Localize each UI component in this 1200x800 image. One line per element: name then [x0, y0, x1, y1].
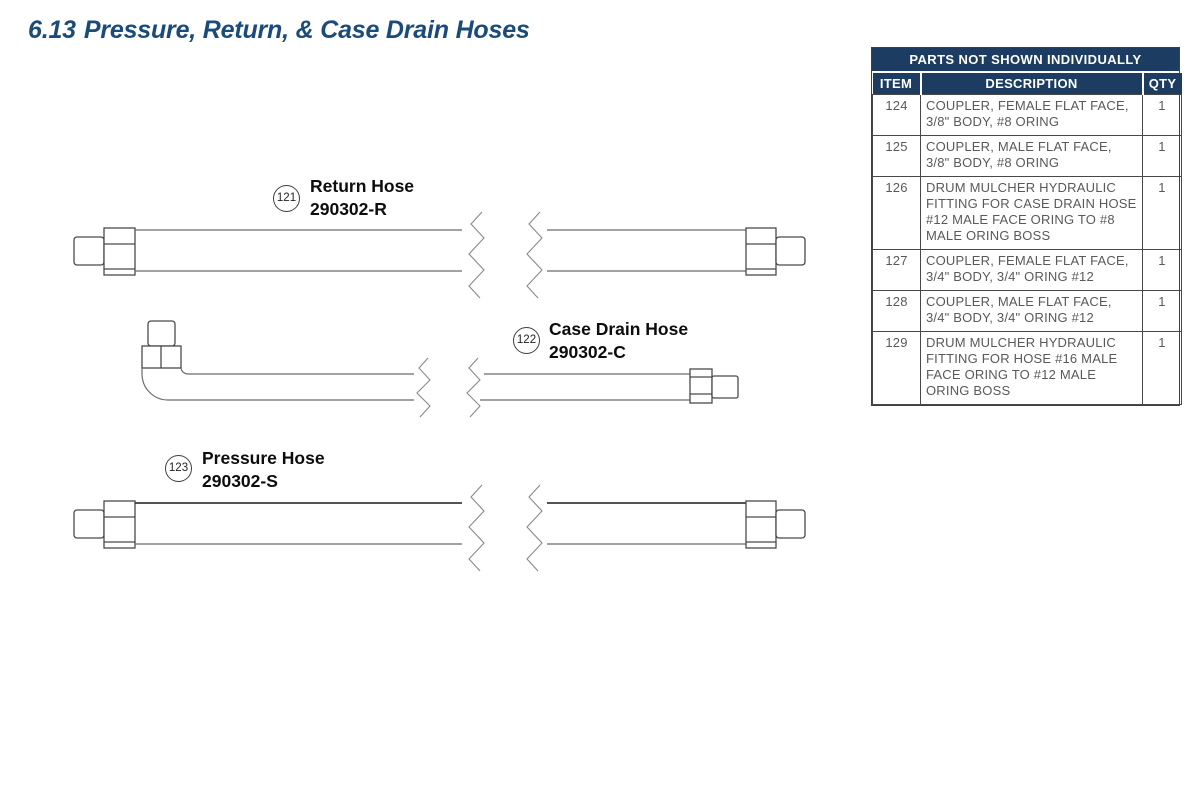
case-drain-right-nipple [711, 375, 739, 399]
qty-cell: 1 [1142, 249, 1182, 291]
pressure-hose-right-collar [745, 500, 777, 549]
case-drain-right-collar [689, 368, 713, 404]
pressure-hose-left-nipple [73, 509, 105, 539]
return-hose-left-nipple [73, 236, 105, 266]
break-symbol [466, 357, 481, 418]
case-drain-elbow-nipple [147, 320, 176, 347]
callout-badge-case-drain-hose: 122 [513, 327, 540, 354]
table-row: 127 COUPLER, FEMALE FLAT FACE, 3/4" BODY… [872, 249, 1182, 291]
break-symbol [526, 484, 543, 572]
item-cell: 128 [872, 290, 921, 332]
section-title-text: Pressure, Return, & Case Drain Hoses [83, 16, 530, 44]
description-cell: DRUM MULCHER HYDRAULIC FITTING FOR CASE … [920, 176, 1143, 250]
pressure-hose-label: Pressure Hose 290302-S [202, 447, 325, 493]
callout-badge-pressure-hose: 123 [165, 455, 192, 482]
hose-part-number: 290302-R [310, 199, 387, 219]
pressure-hose-left-collar [103, 500, 136, 549]
column-header-description: DESCRIPTION [919, 73, 1143, 95]
parts-not-shown-table: PARTS NOT SHOWN INDIVIDUALLY ITEM DESCRI… [871, 47, 1182, 406]
qty-cell: 1 [1142, 290, 1182, 332]
description-cell: DRUM MULCHER HYDRAULIC FITTING FOR HOSE … [920, 331, 1143, 405]
return-hose-right-collar [745, 227, 777, 276]
item-cell: 124 [872, 94, 921, 136]
hose-part-number: 290302-S [202, 471, 278, 491]
parts-table-title: PARTS NOT SHOWN INDIVIDUALLY [872, 48, 1179, 73]
table-row: 129 DRUM MULCHER HYDRAULIC FITTING FOR H… [872, 331, 1182, 405]
break-symbol [468, 484, 485, 572]
callout-badge-return-hose: 121 [273, 185, 300, 212]
case-drain-elbow-inner [180, 367, 414, 375]
parts-table-header-row: ITEM DESCRIPTION QTY [872, 73, 1182, 95]
hose-name: Pressure Hose [202, 448, 325, 468]
item-cell: 127 [872, 249, 921, 291]
column-header-qty: QTY [1141, 73, 1182, 95]
hose-part-number: 290302-C [549, 342, 626, 362]
section-number: 6.13 [28, 16, 76, 44]
hose-name: Case Drain Hose [549, 319, 689, 339]
table-row: 128 COUPLER, MALE FLAT FACE, 3/4" BODY, … [872, 290, 1182, 332]
case-drain-elbow-outer [141, 368, 414, 401]
case-drain-hose-label: Case Drain Hose 290302-C [549, 318, 688, 364]
table-row: 125 COUPLER, MALE FLAT FACE, 3/8" BODY, … [872, 135, 1182, 177]
qty-cell: 1 [1142, 135, 1182, 177]
qty-cell: 1 [1142, 176, 1182, 250]
column-header-item: ITEM [872, 73, 921, 95]
qty-cell: 1 [1142, 94, 1182, 136]
return-hose-label: Return Hose 290302-R [310, 175, 414, 221]
break-symbol [468, 211, 485, 299]
description-cell: COUPLER, MALE FLAT FACE, 3/4" BODY, 3/4"… [920, 290, 1143, 332]
table-row: 126 DRUM MULCHER HYDRAULIC FITTING FOR C… [872, 176, 1182, 250]
pressure-hose-right-nipple [775, 509, 806, 539]
return-hose-right-nipple [775, 236, 806, 266]
break-symbol [416, 357, 431, 418]
item-cell: 126 [872, 176, 921, 250]
item-cell: 125 [872, 135, 921, 177]
hose-name: Return Hose [310, 176, 415, 196]
item-cell: 129 [872, 331, 921, 405]
break-symbol [526, 211, 543, 299]
return-hose-left-collar [103, 227, 136, 276]
description-cell: COUPLER, MALE FLAT FACE, 3/8" BODY, #8 O… [920, 135, 1143, 177]
description-cell: COUPLER, FEMALE FLAT FACE, 3/4" BODY, 3/… [920, 249, 1143, 291]
qty-cell: 1 [1142, 331, 1182, 405]
description-cell: COUPLER, FEMALE FLAT FACE, 3/8" BODY, #8… [920, 94, 1143, 136]
table-row: 124 COUPLER, FEMALE FLAT FACE, 3/8" BODY… [872, 94, 1182, 136]
